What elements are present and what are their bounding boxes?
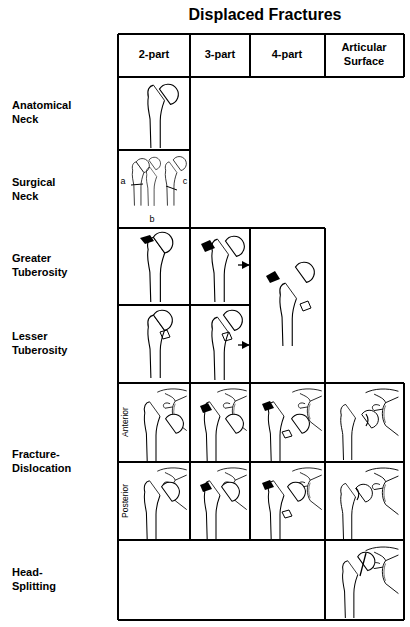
bone-fragment (282, 430, 292, 438)
humerus-shaft (343, 561, 358, 618)
scapula (157, 468, 186, 510)
humerus-shaft (268, 402, 284, 461)
column-header: 4-part (272, 48, 303, 62)
row-header: Surgical Neck (12, 176, 78, 204)
arrow (238, 264, 249, 265)
humeral-head (225, 236, 244, 256)
bone-fragment (140, 235, 154, 244)
head-splitting-sketch (343, 547, 399, 618)
humerus-shaft (280, 283, 297, 346)
humeral-head (136, 159, 149, 173)
variant-letter: c (183, 176, 188, 187)
bone-fragment (201, 240, 215, 252)
impression-defect (366, 414, 368, 426)
humeral-head (295, 262, 314, 282)
humeral-head (162, 482, 180, 501)
posterior-dislocation-sketch (144, 468, 398, 540)
scapula (217, 468, 246, 510)
title: Displaced Fractures (189, 5, 342, 25)
humeral-head (288, 482, 306, 501)
four-part-sketch (266, 262, 314, 346)
greater-tuberosity-sketch (140, 232, 249, 302)
humerus-shaft (144, 402, 160, 461)
lesser-tuberosity-sketch (148, 310, 249, 380)
column-header: 3-part (205, 48, 236, 62)
humerus-shaft (148, 85, 165, 148)
humeral-head (149, 157, 161, 169)
row-header: Head-Splitting (12, 566, 78, 594)
humeral-head (362, 410, 379, 428)
humeral-head (358, 552, 375, 570)
fracture-line (131, 184, 143, 185)
arrow (238, 344, 249, 345)
surgical-neck-sketch (131, 157, 186, 206)
humerus-shaft (341, 405, 356, 461)
humeral-head (173, 157, 186, 171)
bone-fragment (282, 510, 292, 518)
bone-fragment (262, 480, 274, 490)
humeral-head (292, 414, 310, 433)
bone-fragment (160, 330, 170, 339)
variant-letter: a (120, 176, 125, 187)
row-header: Greater Tuberosity (12, 252, 78, 280)
humerus-shaft (144, 481, 160, 540)
humerus-shaft (146, 167, 156, 206)
split-line (360, 553, 366, 576)
impression-defect (356, 488, 359, 500)
bone-fragment (300, 301, 311, 311)
humerus-shaft (212, 239, 229, 302)
sub-row-label: Anterior (120, 407, 131, 437)
bone-fragment (266, 271, 280, 283)
humeral-head (356, 484, 373, 502)
humerus-shaft (268, 481, 284, 540)
fracture-line (166, 186, 177, 190)
anatomical-neck-sketch (148, 84, 179, 148)
row-header: Lesser Tuberosity (12, 330, 78, 358)
bone-fragment (200, 482, 212, 492)
anterior-dislocation-sketch (144, 389, 398, 461)
column-header: 2-part (139, 48, 170, 62)
humeral-head (153, 310, 172, 330)
humeral-head (226, 414, 244, 433)
humerus-shaft (165, 162, 177, 206)
row-header: Fracture-Dislocation (12, 448, 78, 476)
humeral-head (159, 84, 178, 104)
sub-row-label: Posterior (120, 484, 131, 518)
humeral-head (166, 414, 184, 433)
bone-fragment (222, 332, 232, 341)
bone-fragment (262, 401, 274, 411)
variant-letter: b (149, 214, 154, 225)
row-header: Anatomical Neck (12, 99, 78, 127)
humeral-head (222, 482, 240, 501)
table-grid (118, 34, 404, 620)
humeral-head (223, 310, 242, 330)
column-header: Articular Surface (328, 41, 400, 69)
humerus-shaft (212, 317, 229, 380)
humeral-head (153, 232, 172, 253)
bone-fragment (200, 403, 212, 413)
humerus-shaft (341, 484, 356, 540)
